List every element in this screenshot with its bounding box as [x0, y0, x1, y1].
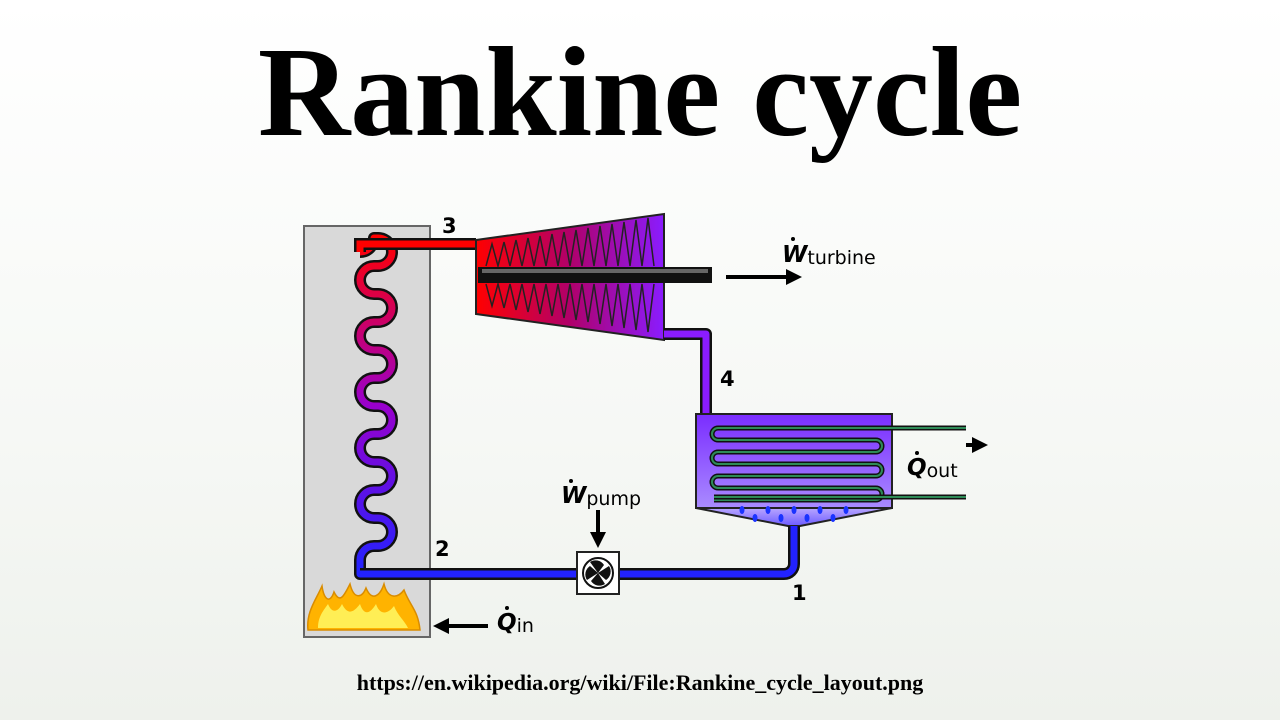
- w-pump-symbol: W: [561, 483, 588, 509]
- label-q-out: Qout: [907, 451, 958, 482]
- svg-text:Wpump: Wpump: [561, 483, 641, 510]
- svg-text:Qin: Qin: [497, 610, 534, 637]
- q-in-symbol: Q: [497, 610, 517, 636]
- label-q-in: Qin: [497, 606, 534, 637]
- pipe-turbine-to-condenser: [664, 328, 712, 414]
- pipe-boiler-to-turbine-fill: [356, 240, 476, 252]
- pipe-turbine-to-condenser-fill: [664, 330, 710, 414]
- flame-icon: [307, 581, 421, 631]
- turbine-blades-bottom: [485, 281, 655, 333]
- label-w-pump: Wpump: [561, 479, 641, 510]
- label-w-turbine: Wturbine: [782, 237, 876, 269]
- turbine-work-arrow: [726, 269, 802, 285]
- turbine-blades-top: [485, 217, 655, 269]
- source-url: https://en.wikipedia.org/wiki/File:Ranki…: [356, 670, 924, 695]
- boiler-tube: [356, 234, 396, 572]
- q-out-symbol: Q: [907, 455, 927, 481]
- w-turbine-subscript: turbine: [807, 247, 875, 269]
- svg-text:Wturbine: Wturbine: [782, 242, 876, 269]
- w-turbine-symbol: W: [782, 242, 809, 268]
- turbine: [475, 212, 712, 342]
- condenser: [695, 413, 966, 527]
- heat-out-arrow: [966, 437, 988, 453]
- state-point-2: 2: [435, 537, 450, 561]
- state-point-4: 4: [720, 367, 735, 391]
- pump-work-arrow: [590, 510, 606, 548]
- state-point-3: 3: [442, 214, 457, 238]
- state-point-1: 1: [792, 581, 807, 605]
- w-pump-subscript: pump: [586, 488, 641, 510]
- condensate-droplets: [739, 506, 849, 522]
- pump: [576, 551, 620, 595]
- q-in-subscript: in: [517, 615, 534, 637]
- q-out-subscript: out: [927, 460, 958, 482]
- pipe-condenser-to-boiler-fill: [356, 526, 798, 578]
- page-title: Rankine cycle: [257, 21, 1023, 163]
- fan-icon: [585, 560, 611, 586]
- heat-in-arrow: [433, 618, 488, 634]
- svg-text:Qout: Qout: [907, 455, 958, 482]
